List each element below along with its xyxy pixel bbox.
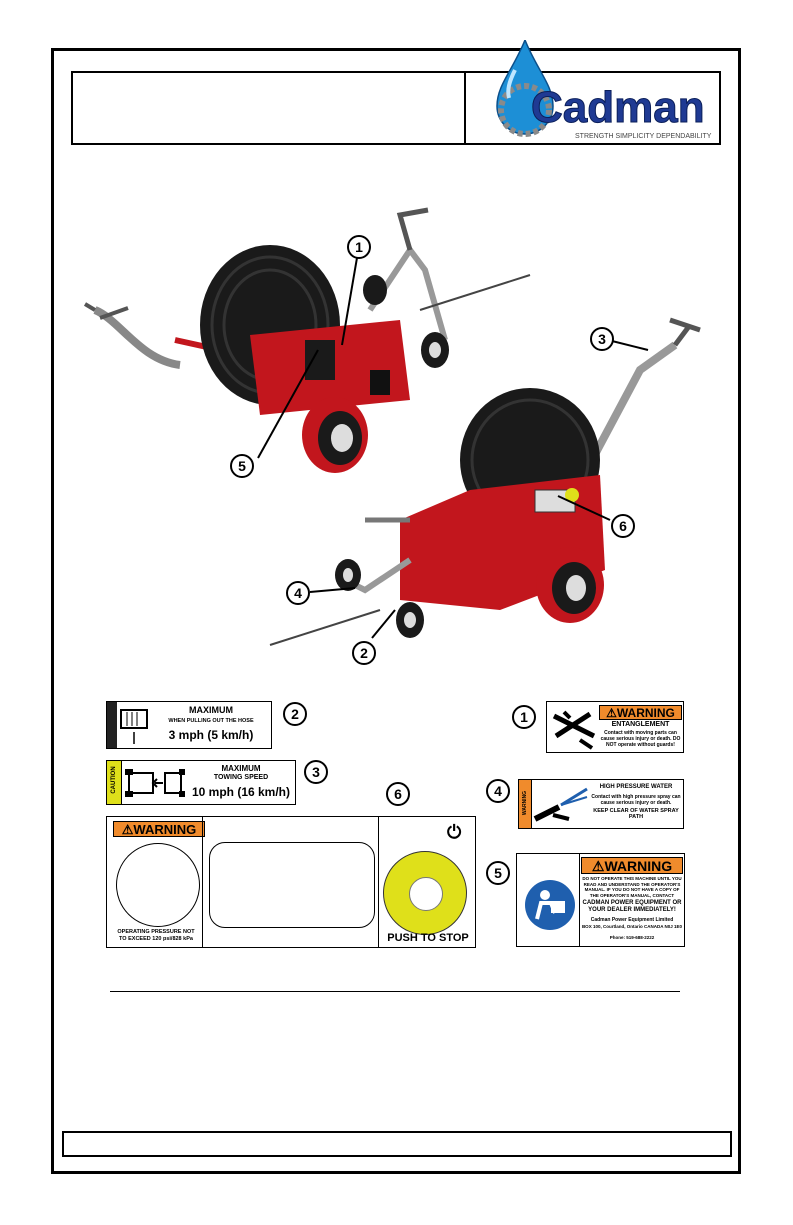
callout-6: 6 (611, 514, 635, 538)
header-box (71, 71, 721, 145)
callout-1: 1 (347, 235, 371, 259)
hose-reel-icon (120, 709, 148, 744)
decal3-line2: TOWING SPEED (213, 774, 269, 781)
decal-read-manual: ⚠WARNING DO NOT OPERATE THIS MACHINE UNT… (516, 853, 685, 947)
decal6-pressure-text: OPERATING PRESSURE NOT TO EXCEED 120 psi… (117, 929, 195, 942)
decal2-line1: MAXIMUM (189, 705, 233, 715)
decal6-push-to-stop: PUSH TO STOP (387, 932, 469, 944)
decal5-warning-header: ⚠WARNING (581, 857, 683, 874)
decal4-text: Contact with high pressure spray can cau… (591, 794, 681, 806)
stop-button (383, 851, 467, 935)
cadman-logo: Cadman STRENGTH SIMPLICITY DEPENDABILITY (496, 40, 712, 140)
hose-reel-machine-front (269, 317, 701, 646)
decal-max-pull-speed: MAXIMUM WHEN PULLING OUT THE HOSE 3 mph … (106, 701, 272, 749)
decal-callout-3: 3 (304, 760, 328, 784)
decal6-divider-2 (378, 817, 379, 947)
pressure-gauge-circle (116, 843, 200, 927)
decal5-text: DO NOT OPERATE THIS MACHINE UNTIL YOU RE… (582, 876, 682, 898)
decal5-divider (579, 854, 580, 946)
tractor-tow-icon (125, 769, 185, 797)
decal-entanglement: ⚠WARNING ENTANGLEMENT Contact with movin… (546, 701, 684, 753)
water-spray-icon (533, 787, 588, 822)
decal-callout-2: 2 (283, 702, 307, 726)
decal2-line3: 3 mph (5 km/h) (168, 728, 254, 742)
decal4-keep: KEEP CLEAR OF WATER SPRAY PATH (593, 808, 679, 820)
decal-callout-4: 4 (486, 779, 510, 803)
decal-pressure-stop: ⚠WARNING OPERATING PRESSURE NOT TO EXCEE… (106, 816, 476, 948)
decal5-phone: Phone: 519-688-2222 (609, 935, 655, 940)
decal5-bold: CADMAN POWER EQUIPMENT OR YOUR DEALER IM… (582, 900, 682, 913)
entanglement-icon (552, 710, 596, 750)
decal6-blank-panel (209, 842, 375, 928)
callout-5: 5 (230, 454, 254, 478)
logo-brand: Cadman (531, 83, 705, 132)
hose-reel-illustration (83, 207, 701, 646)
decal1-title: ENTANGLEMENT (611, 721, 670, 728)
read-manual-icon (525, 880, 575, 930)
decal-max-towing-speed: CAUTION MAXIMUM TOWING SPEED 10 mph (16 … (106, 760, 296, 805)
stop-button-center (409, 877, 443, 911)
callout-2: 2 (352, 641, 376, 665)
logo-tagline: STRENGTH SIMPLICITY DEPENDABILITY (575, 133, 712, 140)
footer-box (62, 1131, 732, 1157)
decal3-line3: 10 mph (16 km/h) (191, 785, 291, 799)
decal2-line2: WHEN PULLING OUT THE HOSE (168, 718, 254, 724)
decal-callout-5: 5 (486, 861, 510, 885)
decal-side-strip (107, 702, 117, 748)
decal5-company: Cadman Power Equipment Limited (590, 917, 674, 923)
decal6-divider-1 (202, 817, 203, 947)
decal6-warning-header: ⚠WARNING (113, 821, 205, 837)
horizontal-rule (110, 991, 680, 992)
callout-3: 3 (590, 327, 614, 351)
decal1-text: Contact with moving parts can cause seri… (600, 730, 681, 748)
decal-callout-6: 6 (386, 782, 410, 806)
page-frame (51, 48, 741, 1174)
decal5-addr: BOX 100, Courtland, Ontario CANADA N0J 1… (581, 924, 683, 929)
decal3-line1: MAXIMUM (221, 764, 261, 773)
decal4-warning-badge: WARNING (519, 780, 532, 828)
callout-4: 4 (286, 581, 310, 605)
decal-callout-1: 1 (512, 705, 536, 729)
decal-high-pressure-water: WARNING HIGH PRESSURE WATER Contact with… (518, 779, 684, 829)
caution-badge: CAUTION (107, 761, 122, 804)
decal4-title: HIGH PRESSURE WATER (599, 784, 673, 790)
power-icon: ⏻ (447, 822, 462, 843)
decal1-warning-header: ⚠WARNING (599, 705, 682, 720)
header-divider (464, 73, 466, 143)
hose-reel-machine-rear (83, 207, 531, 473)
